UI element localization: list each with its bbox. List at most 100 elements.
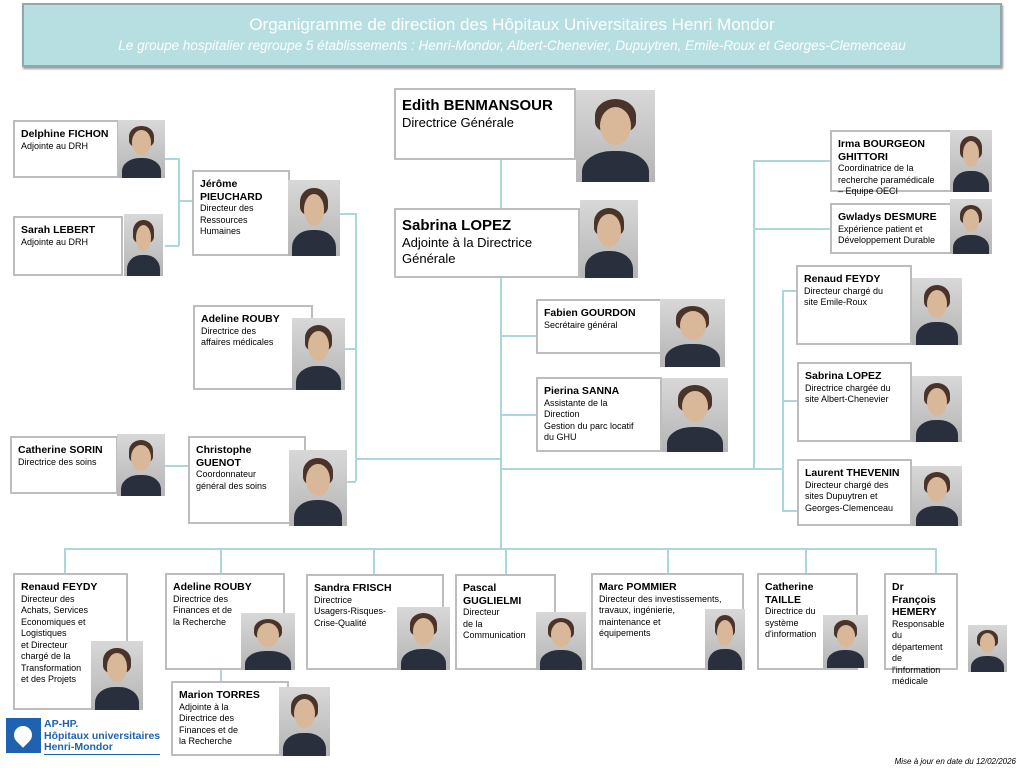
person-role: Expérience patient et Développement Dura… <box>838 223 936 246</box>
person-name: Edith BENMANSOUR <box>402 97 553 114</box>
person-photo <box>950 130 992 192</box>
person-role: Directeur chargé des sites Dupuytren et … <box>805 479 894 513</box>
person-role: Directeur des Ressources Humaines <box>200 203 254 236</box>
connector-line <box>935 548 937 573</box>
person-photo <box>705 609 745 670</box>
person-role: Directrice des affaires médicales <box>201 325 274 348</box>
person-name: Catherine TAILLE <box>765 581 814 606</box>
person-name: Adeline ROUBY <box>173 581 252 593</box>
connector-line <box>805 548 807 573</box>
person-photo <box>292 318 345 390</box>
person-photo <box>576 90 655 182</box>
connector-line <box>753 228 830 230</box>
person-role: Directeur des Achats, Services Economiqu… <box>21 593 89 685</box>
person-name: Renaud FEYDY <box>21 581 98 593</box>
page-title: Organigramme de direction des Hôpitaux U… <box>249 15 775 34</box>
person-role: Adjointe à la Directrice des Finances et… <box>179 701 239 747</box>
person-name: Delphine FICHON <box>21 128 109 140</box>
person-name: Gwladys DESMURE <box>838 211 937 223</box>
person-role: Directrice des soins <box>18 456 97 467</box>
person-role: Directeur des investissements, travaux, … <box>599 593 722 639</box>
connector-line <box>220 670 222 681</box>
connector-line <box>782 290 796 292</box>
connector-line <box>500 335 536 337</box>
connector-line <box>373 548 375 574</box>
connector-line <box>165 465 188 467</box>
person-role: Assistante de la Direction Gestion du pa… <box>544 397 634 443</box>
connector-line <box>220 548 222 573</box>
person-photo <box>117 434 165 496</box>
person-name: Adeline ROUBY <box>201 313 280 325</box>
aphp-logo: AP-HP. Hôpitaux universitaires Henri-Mon… <box>6 718 166 755</box>
person-photo <box>289 450 347 526</box>
logo-line-3: Henri-Mondor <box>44 741 113 753</box>
person-photo <box>912 466 962 526</box>
person-photo <box>950 199 992 254</box>
person-name: Sarah LEBERT <box>21 224 96 236</box>
person-name: Renaud FEYDY <box>804 273 881 285</box>
logo-line-2: Hôpitaux universitaires <box>44 729 161 742</box>
person-role: Directeur de la Communication <box>463 607 526 640</box>
person-name: Laurent THEVENIN <box>805 467 900 479</box>
person-photo <box>823 615 868 668</box>
person-name: Christophe GUENOT <box>196 444 252 469</box>
logo-line-1: AP-HP. <box>44 718 79 730</box>
person-photo <box>124 214 163 276</box>
person-role: Adjointe à la Directrice Générale <box>402 235 533 266</box>
connector-line <box>178 200 192 202</box>
person-name: Marion TORRES <box>179 689 260 701</box>
connector-line <box>500 468 782 470</box>
person-name: Irma BOURGEON GHITTORI <box>838 138 925 163</box>
person-name: Sabrina LOPEZ <box>805 370 882 382</box>
person-photo <box>288 180 340 256</box>
connector-line <box>165 158 179 160</box>
person-name: Sandra FRISCH <box>314 582 392 594</box>
connector-line <box>782 510 797 512</box>
person-name: Dr François HEMERY <box>892 581 937 618</box>
person-role: Directrice des Finances et de la Recherc… <box>173 593 233 627</box>
person-role: Directrice du système d'information <box>765 606 817 639</box>
person-name: Jérôme PIEUCHARD <box>200 178 263 203</box>
header-banner: Organigramme de direction des Hôpitaux U… <box>22 3 1002 67</box>
person-role: Directrice chargée du site Albert-Chenev… <box>805 382 891 405</box>
person-role: Adjointe au DRH <box>21 236 89 247</box>
person-name: Fabien GOURDON <box>544 307 636 319</box>
person-name: Sabrina LOPEZ <box>402 217 512 234</box>
connector-line <box>667 548 669 573</box>
connector-line <box>500 160 502 550</box>
person-name: Pierina SANNA <box>544 385 620 397</box>
person-photo <box>968 625 1007 672</box>
person-role: Directrice Usagers-Risques- Crise-Qualit… <box>314 594 387 628</box>
person-role: Adjointe au DRH <box>21 140 89 151</box>
person-photo <box>91 641 143 710</box>
connector-line <box>355 458 502 460</box>
person-photo <box>912 278 962 345</box>
person-photo <box>118 120 165 178</box>
connector-line <box>500 414 536 416</box>
connector-line <box>355 213 357 481</box>
person-photo <box>536 612 586 670</box>
connector-line <box>165 245 179 247</box>
connector-line <box>782 400 797 402</box>
connector-line <box>753 160 830 162</box>
person-role: Coordonnateur général des soins <box>196 469 267 491</box>
person-role: Coordinatrice de la recherche paramédica… <box>838 163 935 196</box>
person-name: Marc POMMIER <box>599 581 677 593</box>
connector-line <box>64 548 66 573</box>
person-photo <box>397 607 450 670</box>
person-photo <box>279 687 330 756</box>
